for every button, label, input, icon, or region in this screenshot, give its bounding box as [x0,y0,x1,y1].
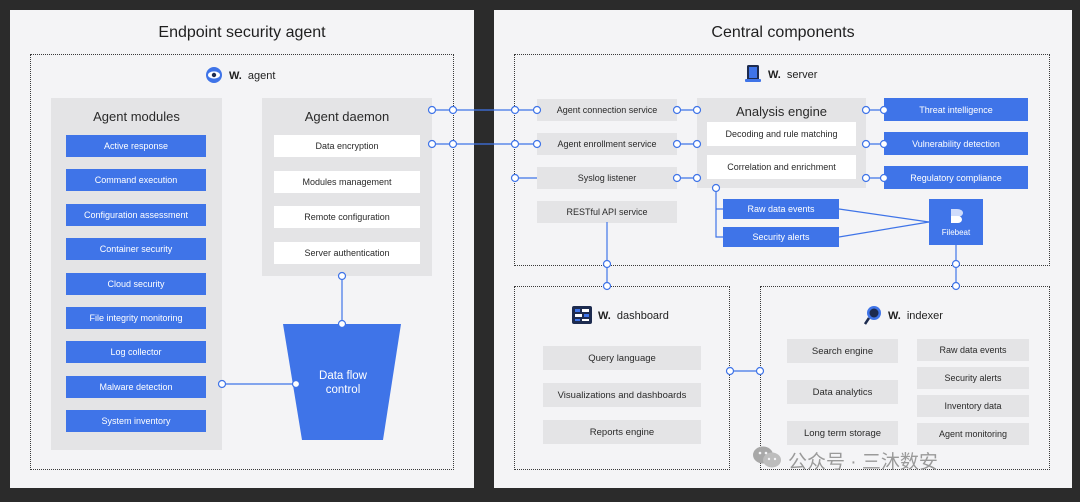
indexer-inventory-data: Inventory data [917,395,1029,417]
magnifier-icon [863,305,882,328]
agent-module-item: File integrity monitoring [66,307,206,329]
agent-module-item: Command execution [66,169,206,192]
dashboard-label-text: dashboard [616,310,669,322]
filebeat-box: Filebeat [929,199,983,245]
data-flow-line1: Data flow [319,370,367,382]
agent-module-item: Configuration assessment [66,203,206,226]
analysis-output-item: Vulnerability detection [884,132,1028,155]
eye-icon [205,66,223,87]
dashboard-icon [572,305,592,327]
dashboard-label: W. dashboard [572,305,669,327]
analysis-item-correlation: Correlation and enrichment [707,155,856,179]
agent-module-item: Active response [66,135,206,157]
indexer-search-engine: Search engine [787,339,898,363]
agent-label: W. agent [205,66,275,86]
agent-module-item: Log collector [66,341,206,364]
agent-boundary [30,54,454,470]
server-service-item: RESTful API service [537,201,677,223]
indexer-label: W. indexer [863,305,943,328]
indexer-label-text: indexer [906,310,943,322]
server-label: W. server [744,64,818,87]
watermark: 公众号 · 三沐数安 [752,444,938,476]
agent-module-item: Malware detection [66,375,206,398]
agent-modules-title: Agent modules [93,109,180,124]
server-brand: W. [768,69,781,81]
server-service-item: Syslog listener [537,167,677,189]
agent-module-item: Container security [66,238,206,261]
analysis-item-decoding: Decoding and rule matching [707,122,856,146]
indexer-raw-data-events: Raw data events [917,339,1029,361]
dashboard-item-query: Query language [543,346,701,370]
data-flow-label: Data flow control [300,369,386,397]
dashboard-boundary [514,286,730,470]
indexer-brand: W. [888,310,901,322]
server-label-text: server [786,69,818,81]
dashboard-item-visualizations: Visualizations and dashboards [543,383,701,407]
filebeat-icon [948,208,964,226]
agent-module-item: Cloud security [66,272,206,295]
endpoint-agent-title: Endpoint security agent [158,24,326,41]
agent-daemon-item: Server authentication [274,241,420,264]
agent-daemon-title: Agent daemon [304,109,390,124]
agent-brand: W. [229,70,242,82]
server-icon [744,64,762,87]
filebeat-label: Filebeat [941,227,971,237]
indexer-boundary [760,286,1050,470]
dashboard-brand: W. [598,310,611,322]
indexer-data-analytics: Data analytics [787,380,898,404]
agent-module-item: System inventory [66,410,206,433]
server-service-item: Agent enrollment service [537,133,677,155]
indexer-security-alerts: Security alerts [917,367,1029,389]
agent-daemon-item: Remote configuration [274,206,420,228]
server-boundary [514,54,1050,266]
analysis-engine-title: Analysis engine [735,104,828,119]
agent-daemon-item: Data encryption [274,135,420,157]
agent-daemon-item: Modules management [274,170,420,193]
analysis-output-item: Regulatory compliance [884,166,1028,189]
watermark-text: 公众号 · 三沐数安 [788,451,938,473]
event-security-alerts: Security alerts [723,227,839,247]
server-service-item: Agent connection service [537,99,677,121]
data-flow-funnel [283,324,401,440]
indexer-long-term-storage: Long term storage [787,421,898,445]
data-flow-line2: control [325,384,361,396]
agent-label-text: agent [247,70,276,82]
wechat-icon [752,444,782,476]
central-components-title: Central components [711,24,855,41]
event-raw-data: Raw data events [723,199,839,219]
indexer-agent-monitoring: Agent monitoring [917,423,1029,445]
analysis-output-item: Threat intelligence [884,98,1028,121]
dashboard-item-reports: Reports engine [543,420,701,444]
